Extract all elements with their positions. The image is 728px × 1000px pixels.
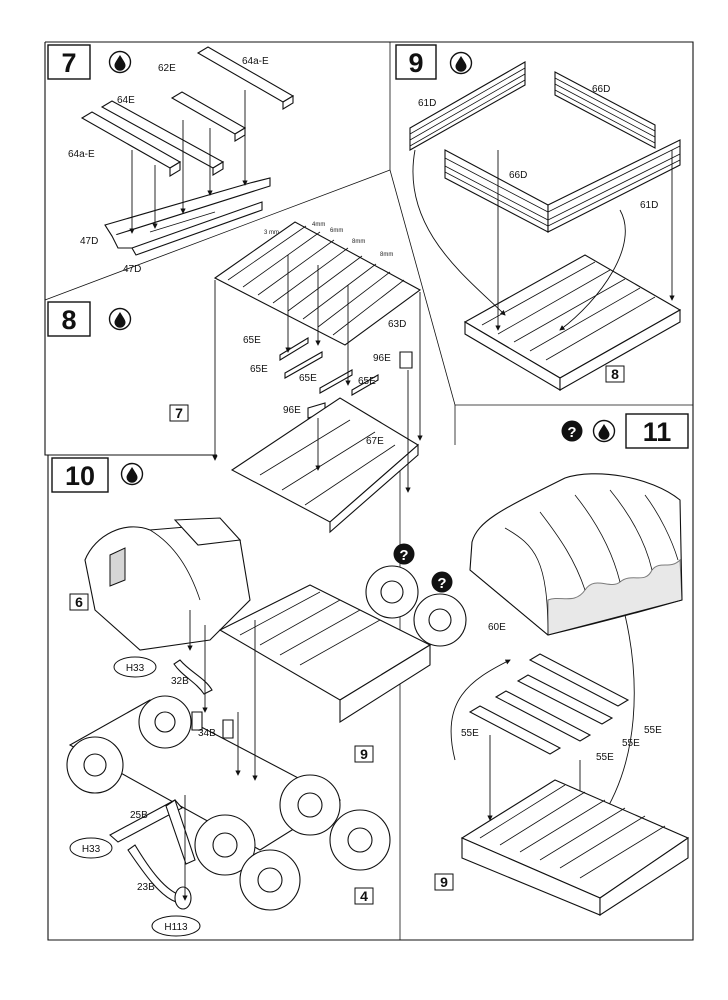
step-7-drawing: 64a-E 62E 64E 64a-E 47D 47D — [68, 46, 295, 275]
step-9-badge: 9 — [395, 44, 473, 80]
part-label-65e-c: 65E — [299, 373, 317, 384]
part-label-96e-b: 96E — [283, 405, 301, 416]
part-label-64a-e-left: 64a-E — [68, 149, 95, 160]
panel-frames — [44, 41, 694, 941]
step-7-badge: 7 — [47, 44, 132, 80]
step-9-number: 9 — [408, 48, 423, 78]
part-label-25b: 25B — [130, 810, 148, 821]
part-label-62e: 62E — [158, 63, 176, 74]
part-label-23b: 23B — [137, 882, 155, 893]
part-label-66d-top: 66D — [592, 84, 610, 95]
question-mark: ? — [567, 424, 576, 441]
part-label-65e-d: 65E — [358, 376, 376, 387]
part-label-55e-c: 55E — [622, 738, 640, 749]
part-label-55e-d: 55E — [644, 725, 662, 736]
part-label-63d: 63D — [388, 319, 406, 330]
step-10-badge: 10 — [51, 457, 144, 493]
part-label-61d-right: 61D — [640, 200, 658, 211]
part-label-65e-a: 65E — [243, 335, 261, 346]
step-10-number: 10 — [65, 461, 95, 491]
part-label-32b: 32B — [171, 676, 189, 687]
part-label-66d-mid: 66D — [509, 170, 527, 181]
dim-8mm-a: 8mm — [352, 239, 365, 245]
dim-4mm: 4mm — [312, 222, 325, 228]
ref-box-9-left: 9 — [360, 746, 368, 762]
part-label-60e: 60E — [488, 622, 506, 633]
step-9-drawing: 8 66D 61D 66D 61D — [409, 61, 682, 391]
ref-box-6: 6 — [75, 594, 83, 610]
step-8-drawing: 3 mm 4mm 6mm 8mm 8mm 63D 65E 65E 65E 65E… — [169, 221, 423, 534]
part-label-64e: 64E — [117, 95, 135, 106]
question-mark: ? — [399, 547, 408, 564]
part-label-47d-a: 47D — [80, 236, 98, 247]
part-label-h113: H113 — [164, 922, 188, 933]
part-label-h33-a: H33 — [126, 663, 145, 674]
part-label-55e-b: 55E — [596, 752, 614, 763]
part-label-65e-b: 65E — [250, 364, 268, 375]
part-label-96e-a: 96E — [373, 353, 391, 364]
ref-box-4: 4 — [360, 888, 368, 904]
step-11-number: 11 — [643, 417, 672, 447]
part-label-61d-left: 61D — [418, 98, 436, 109]
part-label-h33-b: H33 — [82, 844, 101, 855]
part-label-47d-b: 47D — [123, 264, 141, 275]
question-mark: ? — [437, 575, 446, 592]
part-label-34b: 34B — [198, 728, 216, 739]
step-8-number: 8 — [61, 305, 76, 335]
paint-drop-icon — [108, 307, 132, 331]
ref-box-9-bottom: 9 — [440, 874, 448, 890]
paint-drop-icon — [592, 419, 616, 443]
part-label-67e: 67E — [366, 436, 384, 447]
ref-box-8: 8 — [611, 366, 619, 382]
dim-6mm: 6mm — [330, 228, 343, 234]
step-8-badge: 8 — [47, 301, 132, 337]
dim-3mm: 3 mm — [264, 230, 279, 236]
step-10-drawing: 6 9 ? ? 4 — [66, 517, 467, 937]
step-11-badge: ? 11 — [561, 413, 689, 449]
dim-8mm-b: 8mm — [380, 252, 393, 258]
part-label-55e-a: 55E — [461, 728, 479, 739]
paint-drop-icon — [120, 462, 144, 486]
ref-box-7: 7 — [175, 405, 183, 421]
step-11-drawing: 60E 9 55E 55E 55E 55E — [434, 473, 690, 917]
step-7-number: 7 — [61, 48, 76, 78]
paint-drop-icon — [108, 50, 132, 74]
part-label-64a-e-top: 64a-E — [242, 56, 269, 67]
paint-drop-icon — [449, 51, 473, 75]
